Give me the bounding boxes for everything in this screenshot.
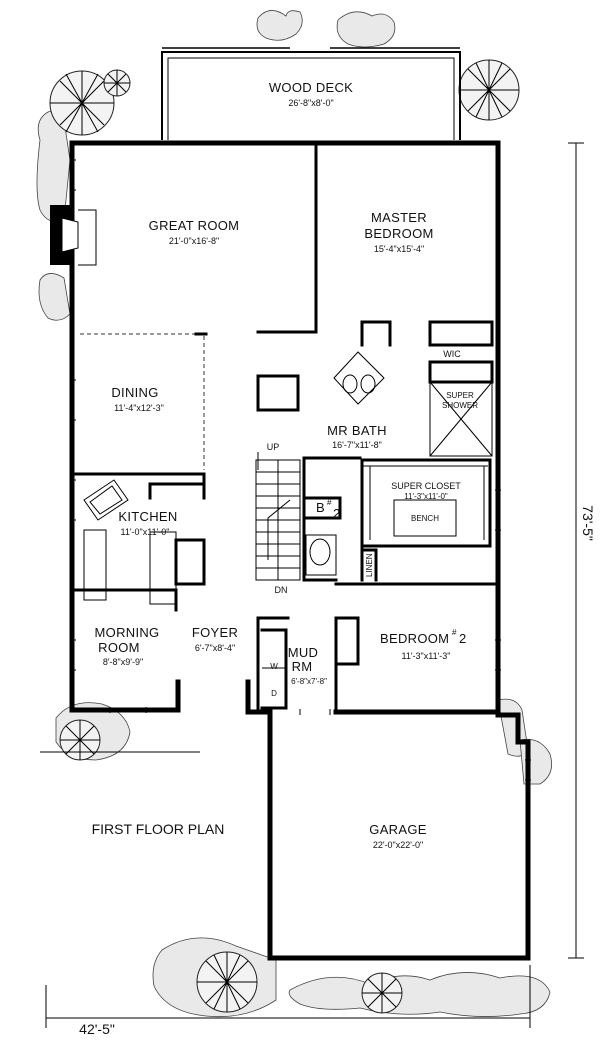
- exterior-walls: [69, 140, 531, 961]
- depth-dimension: 73'-5": [580, 505, 596, 541]
- bedroom-2-superscript: #: [452, 628, 457, 637]
- mud-rm-size: 6'-8"x7'-8": [291, 677, 327, 686]
- staircase: [255, 452, 301, 581]
- foyer-label: FOYER: [192, 625, 238, 640]
- garage-size: 22'-0"x22'-0": [373, 840, 423, 850]
- bath-2-superscript: #: [327, 498, 332, 507]
- bath-2-label: B # 2: [316, 498, 341, 521]
- stairs-down-label: DN: [275, 585, 288, 595]
- morning-room-size: 8'-8"x9'-9": [103, 657, 143, 667]
- bath-2-number: 2: [333, 506, 341, 521]
- tree-bottom-center: [196, 951, 258, 1013]
- garage-label: GARAGE: [369, 822, 426, 837]
- wood-deck-label: WOOD DECK: [269, 80, 353, 95]
- super-shower-label-line1: SUPER: [446, 391, 474, 400]
- wood-deck-size: 26'-8"x8'-0": [288, 98, 333, 108]
- bedroom-2-size: 11'-3"x11'-3": [401, 651, 450, 661]
- bath-2-letter: B: [316, 500, 325, 515]
- tree-top-right: [458, 59, 520, 121]
- super-closet-label: SUPER CLOSET: [391, 481, 461, 491]
- mr-bath-label: MR BATH: [327, 423, 387, 438]
- fireplace: [50, 205, 97, 266]
- tree-small-top: [103, 69, 131, 97]
- trees: [49, 59, 520, 1014]
- kitchen-size: 11'-0"x11'-0": [120, 527, 169, 537]
- master-bedroom-label-line1: MASTER: [371, 210, 427, 225]
- kitchen-label: KITCHEN: [118, 509, 177, 524]
- bench-label: BENCH: [411, 514, 439, 523]
- mud-rm-label-line2: RM: [292, 659, 313, 674]
- great-room-label: GREAT ROOM: [149, 218, 240, 233]
- super-closet-size: 11'-3"x11'-0": [404, 492, 448, 501]
- stairs-up-label: UP: [267, 442, 280, 452]
- mr-bath-size: 16'-7"x11'-8": [332, 440, 382, 450]
- mud-rm-label-line1: MUD: [288, 645, 319, 660]
- plan-title: FIRST FLOOR PLAN: [92, 821, 225, 837]
- bedroom-2-number: 2: [459, 631, 467, 646]
- morning-room-label-line2: ROOM: [98, 640, 140, 655]
- dimension-lines: [40, 142, 584, 1028]
- tree-bottom-left: [59, 719, 101, 761]
- washer-label: W: [270, 662, 278, 671]
- morning-room-label-line1: MORNING: [95, 625, 160, 640]
- wood-deck: [161, 47, 461, 140]
- super-shower-label-line2: SHOWER: [442, 401, 478, 410]
- tree-bottom-right: [361, 972, 403, 1014]
- bedroom-2-label: BEDROOM # 2: [380, 628, 467, 646]
- master-bedroom-label-line2: BEDROOM: [364, 226, 433, 241]
- width-dimension: 42'-5": [79, 1021, 115, 1037]
- landscaping: [36, 10, 553, 1017]
- tree-top-left: [49, 70, 115, 136]
- foyer-size: 6'-7"x8'-4": [195, 643, 235, 653]
- interior-walls: [70, 141, 500, 714]
- wic-label: WIC: [443, 349, 461, 359]
- dining-label: DINING: [111, 385, 158, 400]
- bedroom-2-name: BEDROOM: [380, 631, 449, 646]
- master-bedroom-size: 15'-4"x15'-4": [374, 244, 424, 254]
- great-room-size: 21'-0"x16'-8": [169, 236, 219, 246]
- dining-size: 11'-4"x12'-3": [114, 403, 164, 413]
- linen-label: LINEN: [365, 553, 374, 577]
- dryer-label: D: [271, 689, 277, 698]
